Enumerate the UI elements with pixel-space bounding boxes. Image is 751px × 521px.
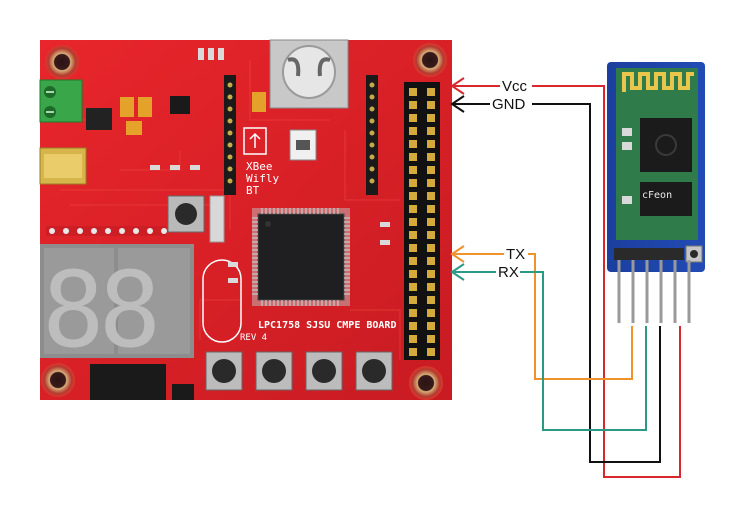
bt-smd-3 bbox=[622, 196, 632, 204]
bottom-header bbox=[90, 364, 166, 400]
smd-components bbox=[150, 48, 390, 283]
bt-header-housing bbox=[614, 248, 684, 260]
lpc1758-mcu-chip bbox=[252, 208, 350, 306]
power-jack bbox=[86, 108, 112, 130]
tantalum-cap-3 bbox=[126, 121, 142, 135]
slide-switch-knob bbox=[296, 140, 310, 150]
mount-hole-top-left bbox=[45, 45, 79, 79]
seven-segment-digits: 88 bbox=[42, 249, 155, 371]
mcu-pins bbox=[252, 208, 350, 306]
vcc-label: Vcc bbox=[502, 78, 528, 95]
vcc-arrow-icon bbox=[450, 77, 465, 95]
wire-vcc bbox=[452, 85, 681, 478]
vcc-label-bg bbox=[500, 78, 532, 94]
gpio-header-pins bbox=[49, 228, 167, 234]
gnd-label-bg bbox=[490, 96, 532, 112]
xbee-header-pins bbox=[227, 82, 375, 184]
tantalum-cap-2 bbox=[138, 97, 152, 117]
mount-hole-bottom-left bbox=[41, 363, 75, 397]
rx-label-bg bbox=[496, 264, 520, 280]
user-button-2 bbox=[255, 351, 293, 391]
seven-segment-display bbox=[40, 244, 194, 358]
coin-cell-holder bbox=[269, 39, 349, 109]
tantalum-cap-4 bbox=[252, 92, 266, 112]
tx-arrow-icon bbox=[450, 245, 465, 263]
tantalum-cap-1 bbox=[120, 97, 134, 117]
bluetooth-module: cFeon bbox=[607, 62, 705, 323]
regulator-ic bbox=[170, 96, 190, 114]
rx-label: RX bbox=[498, 264, 519, 281]
xbee-up-arrow-icon bbox=[249, 132, 261, 148]
user-button-1 bbox=[205, 351, 243, 391]
bt-flash-chip bbox=[640, 182, 692, 216]
user-button-3 bbox=[305, 351, 343, 391]
bt-smd-1 bbox=[622, 128, 632, 136]
bt-header-pins bbox=[617, 260, 691, 323]
crystal-outline bbox=[202, 259, 242, 343]
lpc1758-board: XBee Wifly BT LPC1758 SJSU CMPE BOARD bbox=[39, 39, 452, 400]
mount-hole-bottom-right bbox=[409, 366, 443, 400]
xbee-label-line-2: Wifly bbox=[246, 172, 279, 185]
mount-hole-top-right bbox=[413, 43, 447, 77]
wire-rx bbox=[452, 271, 647, 431]
board-rev: REV 4 bbox=[240, 333, 267, 343]
user-button-4 bbox=[355, 351, 393, 391]
rx-arrow-icon bbox=[450, 263, 465, 281]
gnd-label: GND bbox=[492, 96, 526, 113]
expansion-header-pins bbox=[409, 88, 435, 356]
reset-button bbox=[167, 195, 205, 233]
wire-gnd bbox=[452, 103, 661, 463]
bt-chip-logo-icon bbox=[655, 134, 677, 156]
usb-mini-connector bbox=[39, 147, 87, 185]
gnd-arrow-icon bbox=[450, 95, 465, 113]
bt-flash-brand: cFeon bbox=[642, 190, 672, 201]
xbee-label-line-3: BT bbox=[246, 184, 260, 197]
xbee-label-line-1: XBee bbox=[246, 160, 273, 173]
bottom-header-small bbox=[172, 384, 194, 400]
bt-main-chip bbox=[640, 118, 692, 172]
bt-antenna-trace bbox=[622, 72, 694, 92]
bt-smd-2 bbox=[622, 142, 632, 150]
board-title: LPC1758 SJSU CMPE BOARD bbox=[258, 320, 396, 331]
xbee-arrow-box bbox=[243, 127, 267, 155]
screw-terminal bbox=[39, 79, 83, 123]
tx-label-bg bbox=[504, 246, 528, 262]
crystal bbox=[209, 195, 225, 243]
bt-button-cap bbox=[690, 250, 698, 258]
tx-label: TX bbox=[506, 246, 525, 263]
